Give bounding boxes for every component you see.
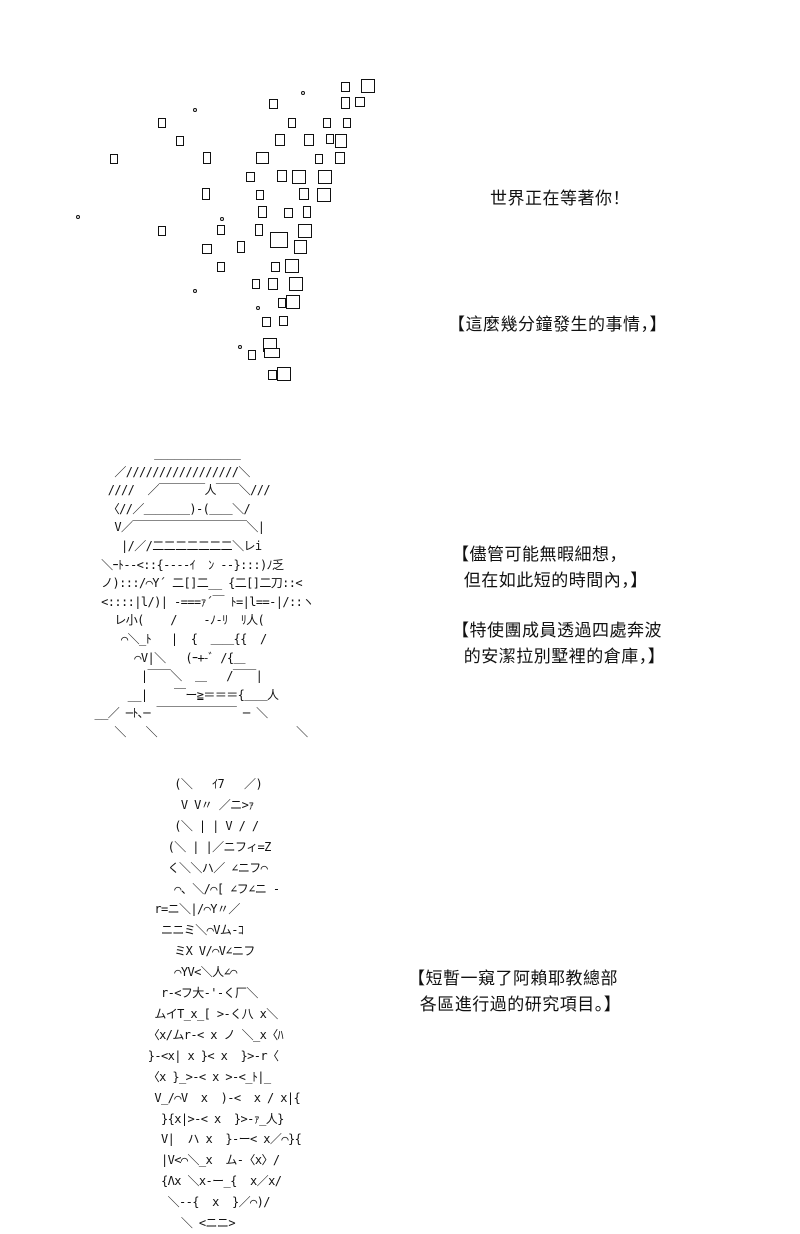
- floating-squares-art: [0, 0, 420, 420]
- decorative-square: [294, 240, 307, 254]
- decorative-square: [343, 118, 351, 128]
- decorative-square: [318, 170, 332, 184]
- decorative-square: [277, 367, 291, 381]
- decorative-square: [202, 244, 212, 254]
- decorative-square: [262, 317, 271, 327]
- decorative-square: [256, 190, 264, 200]
- decorative-square: [304, 134, 314, 146]
- decorative-square: [258, 206, 267, 218]
- caption-no-time: 【儘管可能無暇細想， 但在如此短的時間內，】: [452, 545, 648, 591]
- decorative-square: [176, 136, 184, 146]
- decorative-square: [252, 279, 260, 289]
- decorative-square: [110, 154, 118, 164]
- caption-world-waiting: 世界正在等著你！: [490, 189, 630, 209]
- decorative-square: [255, 224, 263, 236]
- decorative-square: [292, 170, 306, 184]
- decorative-square: [246, 172, 255, 182]
- caption-research-projects: 【短暫一窺了阿賴耶教總部 各區進行過的研究項目。】: [408, 969, 622, 1015]
- character-ascii-art: _____________ ／/////////////////＼ //// ／…: [94, 446, 314, 739]
- decorative-square: [268, 370, 277, 380]
- decorative-square: [202, 188, 210, 200]
- pineapple-ascii-art: (＼ ｲ7 ／) V V〃 ／ニ>ｧ (＼ | | V / / (＼ | |／ニ…: [147, 777, 302, 1231]
- decorative-square: [264, 348, 280, 358]
- decorative-square: [341, 97, 350, 109]
- panel-floating-squares: 世界正在等著你！ 【這麼幾分鐘發生的事情，】: [0, 0, 800, 420]
- panel-pineapple: (＼ ｲ7 ／) V V〃 ／ニ>ｧ (＼ | | V / / (＼ | |／ニ…: [0, 760, 800, 1230]
- decorative-square: [248, 350, 256, 360]
- decorative-dot: [76, 215, 80, 219]
- caption-warehouse: 【特使團成員透過四處奔波 的安潔拉別墅裡的倉庫，】: [452, 621, 666, 667]
- caption-few-minutes: 【這麼幾分鐘發生的事情，】: [448, 315, 667, 335]
- decorative-square: [270, 232, 288, 248]
- decorative-square: [317, 188, 331, 202]
- decorative-square: [217, 225, 225, 235]
- decorative-square: [203, 152, 211, 164]
- decorative-dot: [256, 306, 260, 310]
- decorative-square: [279, 316, 288, 326]
- decorative-square: [278, 298, 286, 308]
- decorative-square: [271, 262, 280, 272]
- decorative-square: [315, 154, 323, 164]
- decorative-square: [303, 206, 311, 218]
- decorative-square: [286, 295, 300, 309]
- panel-character: _____________ ／/////////////////＼ //// ／…: [0, 420, 800, 760]
- decorative-square: [288, 118, 296, 128]
- decorative-square: [237, 241, 245, 253]
- decorative-dot: [220, 217, 224, 221]
- decorative-square: [285, 259, 299, 273]
- decorative-square: [335, 134, 347, 148]
- decorative-square: [341, 82, 350, 92]
- decorative-square: [158, 118, 166, 128]
- decorative-square: [269, 99, 278, 109]
- decorative-square: [289, 277, 303, 291]
- decorative-square: [298, 224, 312, 238]
- decorative-square: [361, 79, 375, 93]
- decorative-square: [355, 97, 365, 107]
- decorative-dot: [301, 91, 305, 95]
- decorative-square: [277, 170, 287, 182]
- decorative-dot: [193, 108, 197, 112]
- decorative-square: [284, 208, 293, 218]
- decorative-square: [217, 262, 225, 272]
- decorative-square: [256, 152, 269, 164]
- decorative-square: [275, 134, 285, 146]
- decorative-square: [158, 226, 166, 236]
- decorative-square: [335, 152, 345, 164]
- decorative-square: [323, 118, 331, 128]
- decorative-square: [326, 134, 334, 144]
- decorative-square: [268, 278, 278, 290]
- decorative-dot: [193, 289, 197, 293]
- decorative-dot: [238, 345, 242, 349]
- decorative-square: [299, 188, 309, 200]
